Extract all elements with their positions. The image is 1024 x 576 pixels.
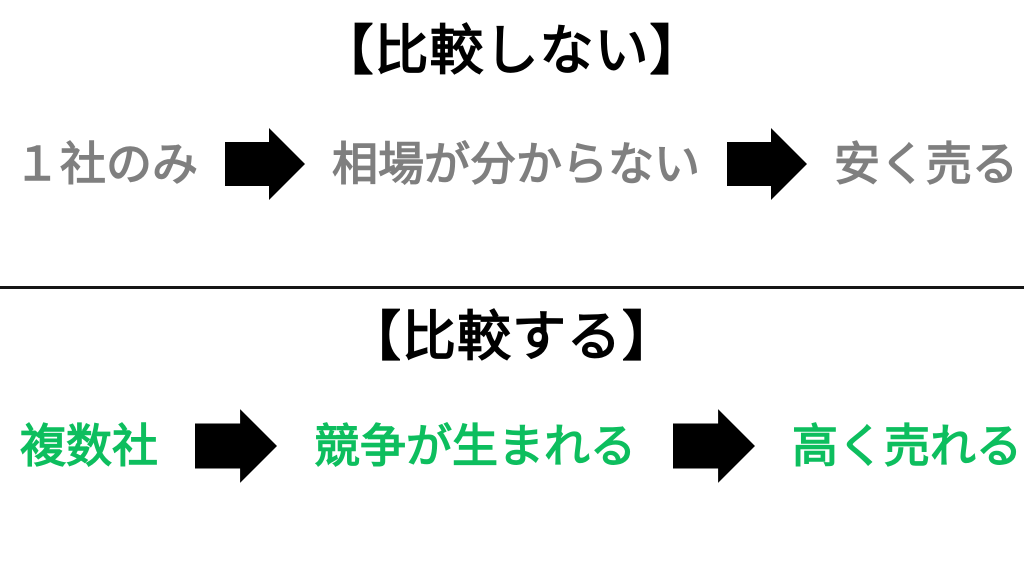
flow-step-competition-arises: 競争が生まれる (314, 420, 636, 472)
flow-step-sell-high: 高く売れる (792, 420, 1022, 472)
flow-step-multiple-companies: 複数社 (20, 420, 158, 472)
section-compare-title: 【比較する】 (347, 307, 677, 367)
right-arrow-icon (225, 128, 305, 200)
section-divider (0, 286, 1024, 289)
flow-step-sell-cheap: 安く売る (834, 138, 1018, 190)
right-arrow-icon (673, 409, 755, 483)
flow-step-one-company: １社のみ (14, 138, 198, 190)
flow-row-no-compare: １社のみ 相場が分からない 安く売る (0, 124, 1024, 204)
right-arrow-icon (195, 409, 277, 483)
flow-step-unknown-market-price: 相場が分からない (332, 138, 700, 190)
right-arrow-icon (727, 128, 807, 200)
section-no-compare-title: 【比較しない】 (319, 21, 705, 81)
flow-row-compare: 複数社 競争が生まれる 高く売れる (0, 406, 1024, 486)
